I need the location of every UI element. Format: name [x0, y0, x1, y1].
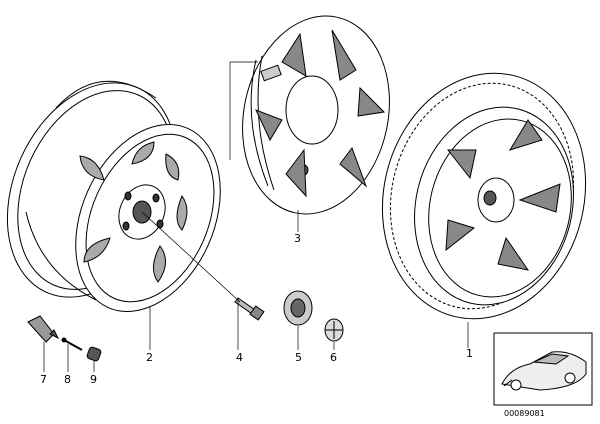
valve-insert-drawing — [61, 337, 83, 351]
wheel-bolt-drawing — [234, 297, 265, 321]
label-part-6: 6 — [330, 351, 337, 364]
valve-cap-drawing — [86, 346, 102, 362]
label-part-2: 2 — [146, 351, 153, 364]
label-part-4: 4 — [236, 351, 243, 364]
label-part-9: 9 — [90, 373, 97, 386]
reference-number: 00089081 — [504, 409, 545, 418]
rim-drawing — [6, 80, 221, 312]
label-part-7: 7 — [40, 373, 47, 386]
leader-lines — [43, 61, 469, 372]
label-part-5: 5 — [295, 351, 302, 364]
emblem-drawing — [324, 318, 344, 342]
label-part-3: 3 — [294, 232, 301, 245]
complete-wheel-drawing — [381, 72, 587, 320]
valve-drawing — [27, 315, 60, 343]
hub-cap-drawing — [283, 290, 313, 326]
label-part-1: 1 — [466, 347, 473, 360]
part-labels: 1 2 3 4 5 6 7 8 9 — [40, 232, 473, 386]
wheel-cover-drawing — [242, 15, 390, 215]
label-part-8: 8 — [64, 373, 71, 386]
vehicle-thumbnail — [493, 332, 593, 406]
